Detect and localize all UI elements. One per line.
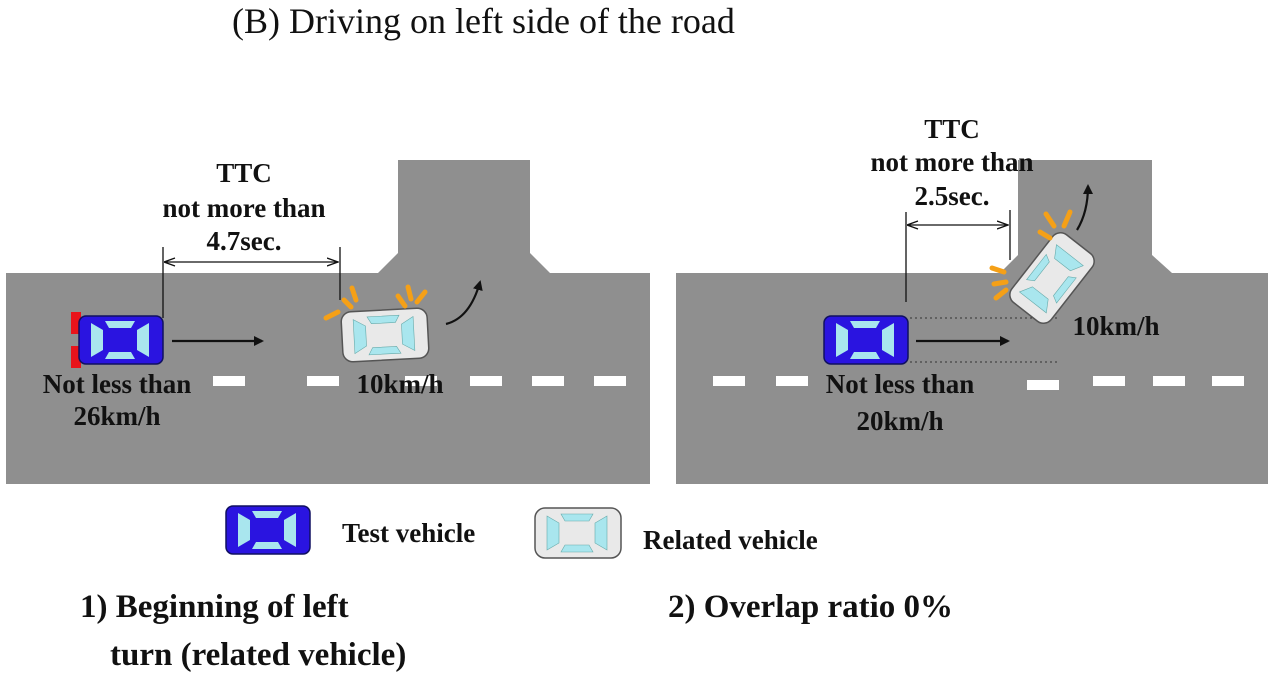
legend-test-vehicle: Test vehicle <box>342 518 475 548</box>
test-speed-1-line2: 26km/h <box>73 401 160 431</box>
legend: Test vehicle Related vehicle <box>225 505 818 559</box>
test-vehicle-legend-icon <box>225 505 311 555</box>
ttc-label-2: TTC <box>924 114 980 144</box>
ttc-condition-1: not more than <box>162 193 325 223</box>
legend-related-vehicle: Related vehicle <box>643 525 818 555</box>
related-speed-2: 10km/h <box>1072 311 1159 341</box>
ttc-value-1: 4.7sec. <box>207 226 282 256</box>
hazard-flash-icon-2 <box>989 209 1073 301</box>
caption-1-line2: turn (related vehicle) <box>110 637 406 673</box>
ttc-value-2: 2.5sec. <box>915 181 990 211</box>
scenario-1-road <box>6 160 650 484</box>
test-speed-2-line2: 20km/h <box>856 406 943 436</box>
ttc-annotation-2: TTC not more than 2.5sec. <box>870 114 1034 302</box>
ttc-label-1: TTC <box>216 158 272 188</box>
test-speed-2-line1: Not less than <box>826 369 975 399</box>
ttc-condition-2: not more than <box>870 147 1033 177</box>
ttc-annotation-1: TTC not more than 4.7sec. <box>162 158 341 318</box>
related-speed-1: 10km/h <box>356 369 443 399</box>
diagram-title: (B) Driving on left side of the road <box>232 1 735 41</box>
related-vehicle-1 <box>340 307 430 363</box>
test-speed-1-line1: Not less than <box>43 369 192 399</box>
left-turn-arrow-2 <box>1076 184 1093 231</box>
scenario-2-road <box>676 160 1268 484</box>
test-vehicle-1 <box>71 312 164 368</box>
related-vehicle-legend-icon <box>534 507 622 559</box>
test-vehicle-2 <box>823 315 909 365</box>
hazard-flash-icon-1 <box>323 284 428 321</box>
left-turn-arrow-1 <box>445 280 483 326</box>
caption-2: 2) Overlap ratio 0% <box>668 589 953 625</box>
caption-1-line1: 1) Beginning of left <box>80 589 349 625</box>
